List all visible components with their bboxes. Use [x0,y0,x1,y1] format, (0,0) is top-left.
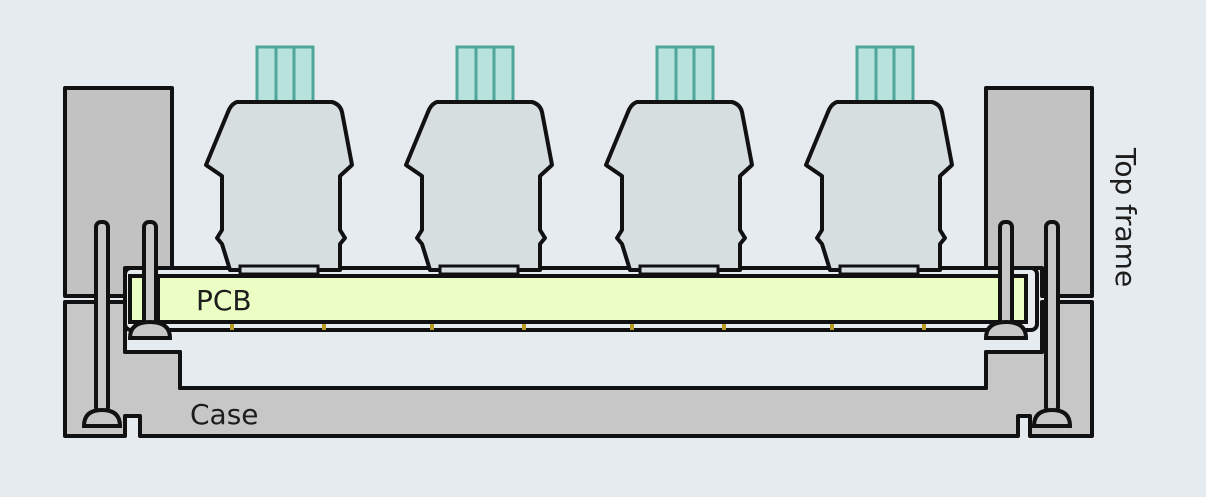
top-frame-label: Top frame [1109,147,1142,287]
switch-housing [804,100,954,272]
screw-left-inner [127,220,173,340]
switch-housing [204,100,354,272]
switch-foot [638,264,720,276]
solder-pin [722,324,726,330]
switch-housing [604,100,754,272]
case-inner-ledge [123,302,1044,390]
switch-foot [838,264,920,276]
switch-housing [404,100,554,272]
solder-pins [230,324,926,330]
switch-stem [455,45,515,104]
solder-pin [322,324,326,330]
solder-pin [630,324,634,330]
solder-pin [430,324,434,330]
switch-3 [604,45,754,276]
case-label: Case [190,398,259,431]
switch-stem [655,45,715,104]
switch-stem [255,45,315,104]
screw-right-outer [1031,220,1073,428]
switch-stem [855,45,915,104]
switch-2 [404,45,554,276]
switches [204,45,954,276]
switch-1 [204,45,354,276]
pcb-label: PCB [196,284,252,317]
solder-pin [522,324,526,330]
screw-left-outer [81,220,123,428]
switch-foot [238,264,320,276]
solder-pin [830,324,834,330]
switch-4 [804,45,954,276]
pcb-slot-outline [123,266,1039,332]
solder-pin [230,324,234,330]
solder-pin [922,324,926,330]
switch-foot [438,264,520,276]
pcb-board [128,274,1028,324]
screw-right-inner [983,220,1029,340]
